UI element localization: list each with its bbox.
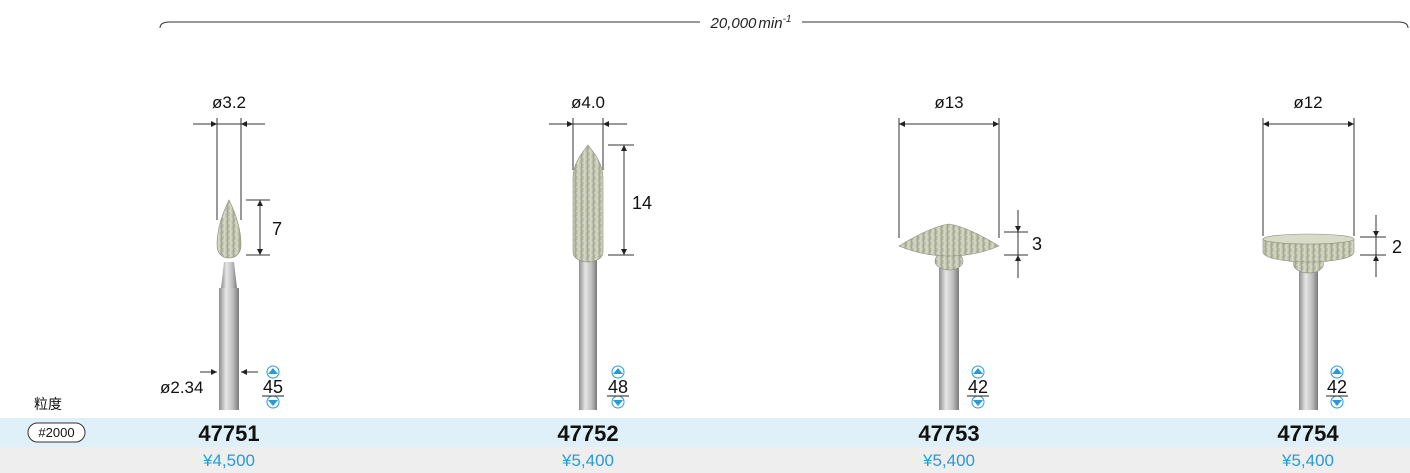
product-code: 47751 bbox=[198, 421, 259, 446]
product-47751: ø3.2 7 ø2.34 45 47751 ¥4,500 bbox=[160, 93, 284, 470]
total-length-label: 45 bbox=[263, 377, 283, 397]
shank bbox=[939, 268, 959, 410]
total-length-arrows-icon bbox=[1326, 365, 1348, 409]
grit-badge: #2000 bbox=[27, 422, 86, 443]
product-code: 47753 bbox=[918, 421, 979, 446]
total-length-arrows-icon bbox=[607, 365, 629, 409]
head-length-label: 7 bbox=[272, 219, 282, 239]
product-price: ¥4,500 bbox=[202, 451, 255, 470]
product-47753: ø13 3 42 47753 ¥5,400 bbox=[898, 93, 1042, 470]
product-code: 47754 bbox=[1277, 421, 1339, 446]
head-diameter-label: ø4.0 bbox=[571, 93, 605, 112]
product-47752: ø4.0 14 48 47752 ¥5,400 bbox=[549, 93, 652, 470]
head-diameter-label: ø3.2 bbox=[212, 93, 246, 112]
shank bbox=[219, 288, 239, 410]
total-length-label: 42 bbox=[1327, 377, 1347, 397]
bullet-point-stone-icon bbox=[572, 144, 604, 263]
head-length-label: 3 bbox=[1032, 234, 1042, 254]
head-diameter-label: ø13 bbox=[934, 93, 963, 112]
flame-point-stone-icon bbox=[216, 199, 242, 259]
price-row-band bbox=[0, 447, 1410, 473]
neck bbox=[221, 262, 237, 288]
shank bbox=[579, 258, 597, 410]
grit-badge-text: #2000 bbox=[38, 425, 74, 440]
product-price: ¥5,400 bbox=[922, 451, 975, 470]
total-length-label: 42 bbox=[968, 377, 988, 397]
flat-wheel-stone-icon bbox=[1262, 238, 1355, 263]
product-price: ¥5,400 bbox=[561, 451, 614, 470]
product-code: 47752 bbox=[557, 421, 618, 446]
product-47754: ø12 2 42 47754 ¥5,400 bbox=[1262, 93, 1402, 470]
shank bbox=[1299, 270, 1318, 410]
grit-label: 粒度 bbox=[34, 397, 62, 413]
product-price: ¥5,400 bbox=[1281, 451, 1334, 470]
head-length-label: 2 bbox=[1392, 237, 1402, 257]
lens-disc-stone-icon bbox=[898, 223, 1000, 257]
shank-diameter-label: ø2.34 bbox=[160, 378, 203, 397]
total-length-arrows-icon bbox=[262, 365, 284, 409]
code-row-band bbox=[0, 418, 1410, 447]
total-length-label: 48 bbox=[608, 377, 628, 397]
total-length-arrows-icon bbox=[967, 365, 989, 409]
head-length-label: 14 bbox=[632, 193, 652, 213]
head-diameter-label: ø12 bbox=[1293, 93, 1322, 112]
